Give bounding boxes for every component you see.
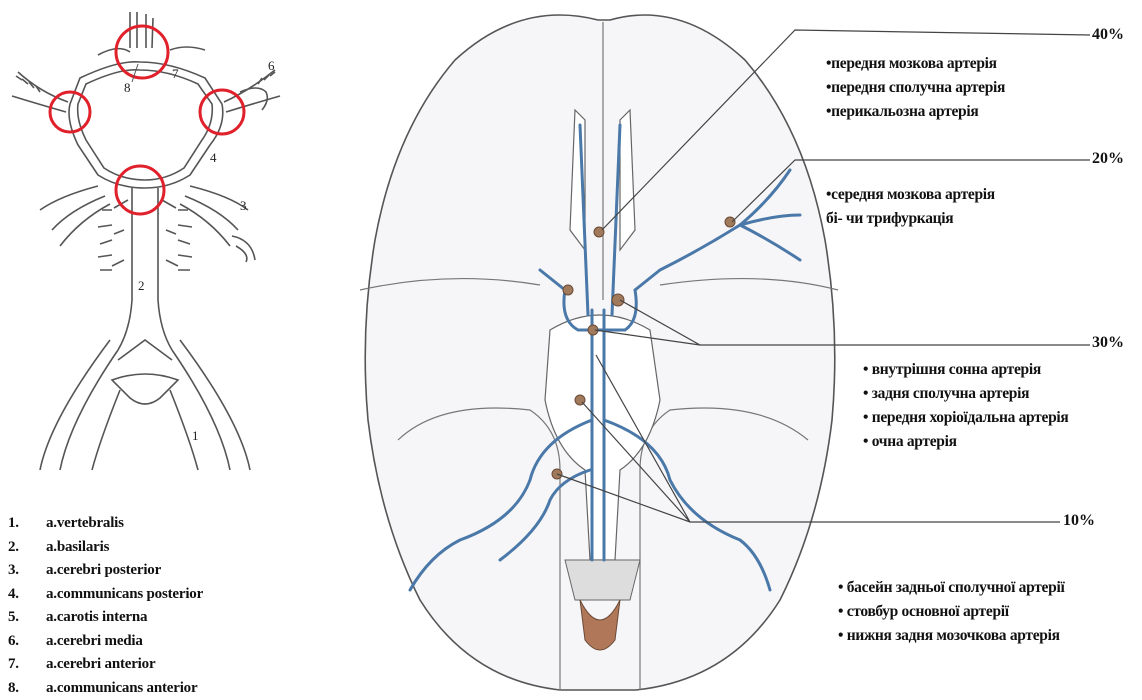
callout-group-30: • внутрішня сонна артерія • задня сполуч… [863,358,1068,454]
schematic-label-3: 3 [240,198,247,213]
callout-percent-20: 20% [1092,150,1124,168]
schematic-label-1: 1 [192,428,199,443]
callout-item: • передня хоріоїдальна артерія [863,406,1068,430]
legend-row: 8.a.communicans anterior [8,677,308,700]
callout-item: •передня сполучна артерія [826,76,1005,100]
legend-row: 1.a.vertebralis [8,512,308,536]
callout-group-20: •середня мозкова артерія бі- чи трифурка… [826,183,995,231]
highlight-circle-basilar-tip [116,166,164,214]
callout-percent-30: 30% [1092,334,1124,352]
callout-item: • внутрішня сонна артерія [863,358,1068,382]
legend-row: 4.a.communicans posterior [8,583,308,607]
artery-legend: 1.a.vertebralis 2.a.basilaris 3.a.cerebr… [8,512,308,700]
legend-row: 6.a.cerebri media [8,630,308,654]
schematic-label-2: 2 [138,278,145,293]
aneurysm-dot-right-ica [612,294,624,306]
legend-row: 3.a.cerebri posterior [8,559,308,583]
callout-percent-10: 10% [1063,512,1095,530]
callout-item: • басейн задньої сполучної артерії [838,576,1064,600]
callout-item: • очна артерія [863,430,1068,454]
legend-row: 5.a.carotis interna [8,606,308,630]
legend-row: 7.a.cerebri anterior [8,653,308,677]
callout-group-10: • басейн задньої сполучної артерії • сто… [838,576,1064,648]
spinal-cord [565,560,640,600]
schematic-vessels [12,12,280,470]
aneurysm-dot-acom [594,227,604,237]
callout-item: • нижня задня мозочкова артерія [838,624,1064,648]
legend-row: 2.a.basilaris [8,536,308,560]
callout-item: •перикальозна артерія [826,100,1005,124]
callout-item: • задня сполучна артерія [863,382,1068,406]
callout-percent-40: 40% [1092,26,1124,44]
aneurysm-dot-mca [725,217,735,227]
callout-item: •середня мозкова артерія [826,183,995,207]
callout-group-40: •передня мозкова артерія •передня сполуч… [826,52,1005,124]
highlight-circle-left-mca [50,92,90,132]
schematic-label-4: 4 [210,150,217,165]
schematic-label-8: 8 [124,80,131,95]
schematic-label-6: 6 [268,58,275,73]
callout-item: •передня мозкова артерія [826,52,1005,76]
aneurysm-dot-left-ica [563,285,573,295]
callout-item: бі- чи трифуркація [826,207,995,231]
callout-item: • стовбур основної артерії [838,600,1064,624]
schematic-label-7: 7 [172,66,179,81]
schematic-leader-8 [132,64,138,82]
